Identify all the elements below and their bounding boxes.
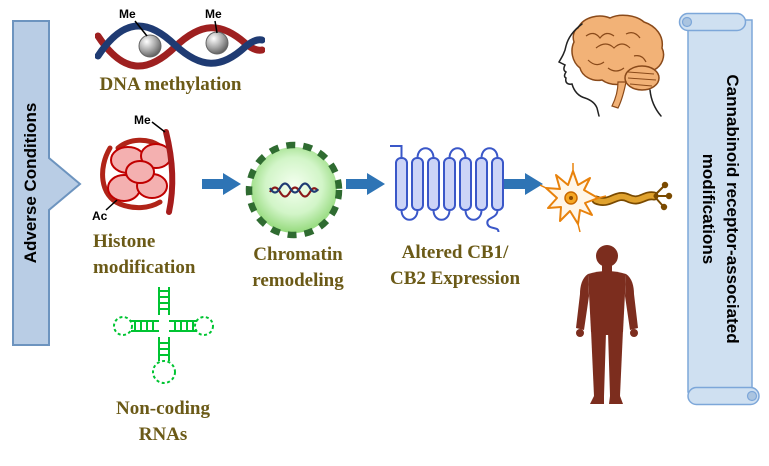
neuron-icon: [540, 163, 673, 233]
noncoding-rna-icon: [113, 287, 214, 384]
noncoding-rna-label: Non-coding RNAs: [116, 398, 210, 445]
chromatin-label: Chromatin remodeling: [252, 244, 344, 291]
methyl-tag-2: Me: [205, 7, 222, 21]
adverse-conditions-banner: [12, 20, 82, 346]
arrow-right-icon: [504, 173, 543, 195]
histone-icon: Me Ac: [92, 113, 176, 223]
chromatin-nucleus-icon: [245, 141, 343, 239]
arrow-right-icon: [202, 173, 241, 195]
histone-label: Histone modification: [93, 231, 196, 278]
adverse-conditions-label: Adverse Conditions: [21, 102, 40, 264]
dna-methylation-label: DNA methylation: [99, 74, 242, 95]
histone-me-tag: Me: [134, 113, 151, 127]
dna-helix-icon: Me Me: [95, 7, 265, 70]
histone-ac-tag: Ac: [92, 209, 108, 223]
human-body-icon: [576, 245, 638, 404]
cannabinoid-banner-label: Cannabinoid receptor-associated modifica…: [699, 74, 742, 344]
receptor-label: Altered CB1/ CB2 Expression: [389, 242, 521, 289]
arrow-right-icon: [346, 173, 385, 195]
brain-icon: [557, 14, 665, 117]
cb-receptor-icon: [390, 145, 504, 233]
cannabinoid-scroll-banner: [678, 12, 760, 406]
methyl-tag-1: Me: [119, 7, 136, 21]
